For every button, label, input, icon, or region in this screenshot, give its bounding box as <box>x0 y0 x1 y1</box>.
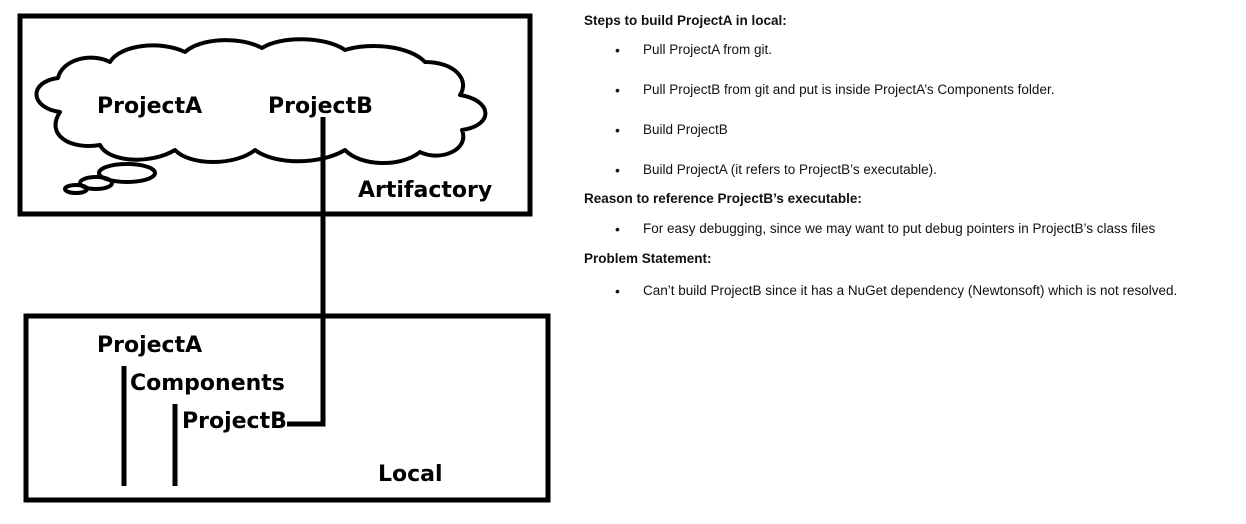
list-item: • Can’t build ProjectB since it has a NuG… <box>584 282 1234 300</box>
local-label: Local <box>378 462 443 487</box>
problem-text: Can’t build ProjectB since it has a NuGe… <box>643 283 1178 298</box>
problem-heading: Problem Statement: <box>584 251 712 266</box>
local-components-label: Components <box>130 371 285 396</box>
step-text: Pull ProjectB from git and put is inside… <box>643 82 1055 97</box>
connector-line <box>287 117 326 427</box>
list-item: • Pull ProjectA from git. <box>584 41 1234 59</box>
reason-heading: Reason to reference ProjectB’s executabl… <box>584 191 862 206</box>
list-item: • Build ProjectB <box>584 121 1234 139</box>
step-text: Build ProjectB <box>643 122 728 137</box>
thought-bubble-small <box>63 183 89 195</box>
architecture-diagram: ProjectA ProjectB Artifactory ProjectA C… <box>17 13 551 503</box>
local-projectb-label: ProjectB <box>182 409 287 434</box>
bullet-icon: • <box>615 162 620 178</box>
thought-bubble-medium <box>78 175 114 191</box>
steps-heading: Steps to build ProjectA in local: <box>584 13 787 28</box>
step-text: Build ProjectA (it refers to ProjectB’s … <box>643 162 937 177</box>
bullet-icon: • <box>615 122 620 138</box>
list-item: • Pull ProjectB from git and put is insid… <box>584 81 1234 99</box>
bullet-icon: • <box>615 283 620 299</box>
local-projecta-label: ProjectA <box>97 333 202 358</box>
list-item: • Build ProjectA (it refers to ProjectB’s… <box>584 161 1234 179</box>
problem-list: • Can’t build ProjectB since it has a NuG… <box>584 282 1234 300</box>
list-item: • For easy debugging, since we may want t… <box>584 220 1234 238</box>
artifactory-label: Artifactory <box>358 178 492 203</box>
cloud-shape <box>34 37 488 165</box>
steps-list: • Pull ProjectA from git. • Pull ProjectB … <box>584 41 1234 179</box>
notes-panel: Steps to build ProjectA in local: • Pull … <box>584 12 1234 300</box>
local-box <box>23 313 551 503</box>
cloud-projecta-label: ProjectA <box>97 94 202 119</box>
thought-bubble-large <box>97 162 157 184</box>
bullet-icon: • <box>615 221 620 237</box>
reason-text: For easy debugging, since we may want to… <box>643 221 1156 236</box>
cloud-projectb-label: ProjectB <box>268 94 373 119</box>
step-text: Pull ProjectA from git. <box>643 42 773 57</box>
artifactory-box <box>17 13 533 217</box>
reason-list: • For easy debugging, since we may want t… <box>584 220 1234 238</box>
bullet-icon: • <box>615 42 620 58</box>
bullet-icon: • <box>615 82 620 98</box>
